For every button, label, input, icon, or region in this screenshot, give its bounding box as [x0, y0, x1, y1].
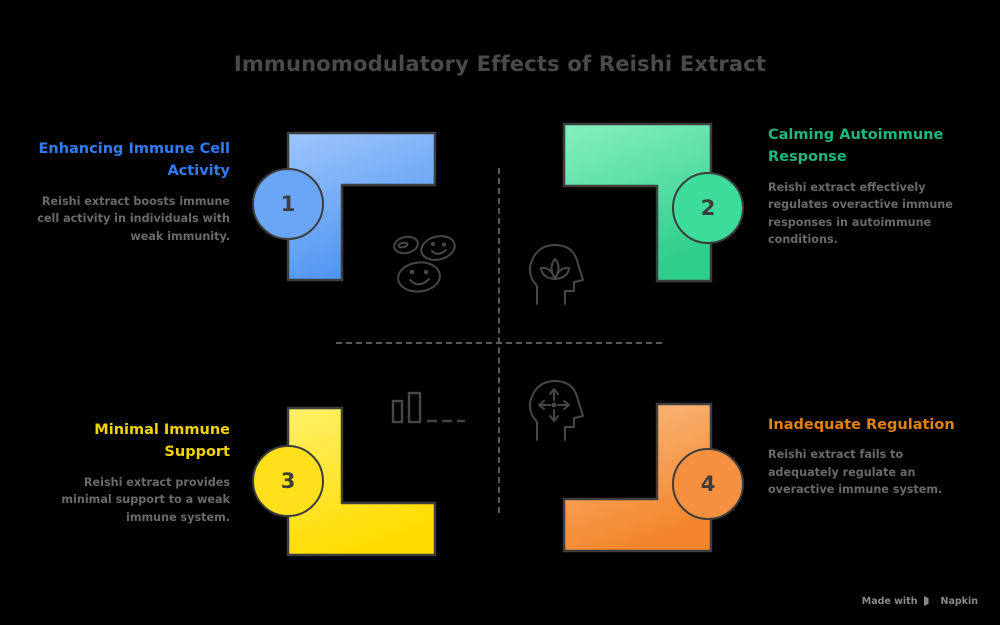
- smiling-cells-icon: [393, 235, 456, 293]
- page-title: Immunomodulatory Effects of Reishi Extra…: [233, 52, 767, 76]
- quadrant-2-heading: Calming Autoimmune Response: [768, 127, 944, 166]
- quadrant-3-text: Minimal Immune Support Reishi extract pr…: [34, 419, 230, 526]
- quadrant-3-number: 3: [280, 469, 296, 493]
- quadrant-2-text: Calming Autoimmune Response Reishi extra…: [768, 124, 964, 248]
- quadrant-1-badge[interactable]: 1: [252, 168, 324, 240]
- quadrant-3-badge[interactable]: 3: [252, 445, 324, 517]
- low-bar-chart-icon: [391, 391, 465, 424]
- quadrant-1-body: Reishi extract boosts immune cell activi…: [37, 194, 230, 243]
- quadrant-2-number: 2: [700, 196, 716, 220]
- quadrant-4-text: Inadequate Regulation Reishi extract fai…: [768, 414, 964, 499]
- divider-horizontal: [336, 342, 662, 344]
- divider-vertical: [498, 168, 500, 513]
- quadrant-4-shape: [562, 402, 713, 553]
- quadrant-1-shape: [286, 131, 437, 282]
- quadrant-3-body: Reishi extract provides minimal support …: [61, 475, 230, 524]
- quadrant-4-number: 4: [700, 472, 716, 496]
- head-with-arrows-icon: [528, 380, 584, 441]
- quadrant-2-badge[interactable]: 2: [672, 172, 744, 244]
- quadrant-1-heading: Enhancing Immune Cell Activity: [38, 141, 230, 180]
- quadrant-4-badge[interactable]: 4: [672, 448, 744, 520]
- quadrant-4-body: Reishi extract fails to adequately regul…: [768, 448, 943, 497]
- quadrant-4-heading: Inadequate Regulation: [768, 417, 955, 433]
- quadrant-1-number: 1: [280, 192, 296, 216]
- napkin-watermark: Made with Napkin: [862, 595, 978, 607]
- quadrant-2-body: Reishi extract effectively regulates ove…: [768, 180, 953, 247]
- head-with-lotus-icon: [528, 244, 584, 305]
- watermark-made-with: Made with: [861, 595, 918, 607]
- quadrant-2-shape: [562, 122, 713, 283]
- napkin-play-logo-icon: [923, 596, 934, 606]
- quadrant-1-text: Enhancing Immune Cell Activity Reishi ex…: [34, 138, 230, 245]
- watermark-brand: Napkin: [940, 595, 979, 607]
- quadrant-3-heading: Minimal Immune Support: [94, 422, 230, 461]
- quadrant-3-shape: [286, 406, 437, 557]
